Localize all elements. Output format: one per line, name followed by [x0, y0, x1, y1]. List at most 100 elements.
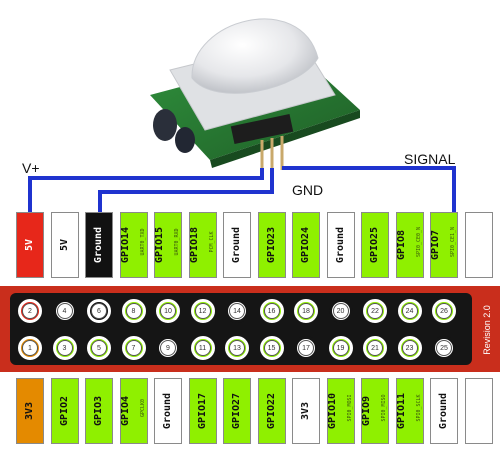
top-label-subtext: UART0_TXD	[139, 228, 146, 256]
bottom-pin-number: 1	[22, 340, 38, 356]
top-pin-number: 8	[125, 303, 142, 319]
sensor-header	[230, 113, 294, 145]
bottom-pin-number: 5	[91, 340, 107, 356]
top-pin-number: 10	[160, 303, 176, 319]
bottom-label-text: 3V3	[24, 401, 35, 421]
top-pin: 20	[328, 299, 353, 323]
wire-label-signal: SIGNAL	[404, 151, 456, 167]
top-label-subtext: UART0_RXD	[174, 228, 180, 256]
bottom-label-subtext: SPI0_MISO	[381, 394, 387, 422]
bottom-label-text: 3V3	[300, 401, 311, 421]
bottom-pin-number: 3	[56, 340, 73, 356]
bottom-pin: 23	[397, 336, 422, 360]
top-label-text: GPIO23	[265, 226, 277, 264]
top-label-text: GPIO25	[369, 226, 380, 264]
top-pin-number: 20	[332, 303, 349, 319]
top-label-text: GPIO14	[119, 226, 131, 264]
wire-gnd	[98, 168, 274, 218]
bottom-label-tile	[464, 378, 493, 444]
top-pin: 12	[190, 299, 215, 323]
top-label-subtext: SPI0_CE1_N	[450, 226, 456, 258]
top-label-tile: 5V	[16, 212, 44, 278]
top-label-tile: GPIO25	[361, 212, 389, 278]
bottom-pin-number: 19	[332, 340, 349, 356]
bottom-pin: 25	[432, 336, 456, 360]
bottom-label-tile: Ground	[430, 378, 458, 444]
top-pin: 6	[87, 299, 111, 323]
top-label-text: GPIO7	[430, 229, 441, 261]
bottom-pin-number: 21	[367, 340, 383, 356]
bottom-label-tile: GPIO4 GPCLK0	[119, 378, 148, 444]
top-label-tile	[464, 212, 493, 278]
top-label-tile: 5V	[50, 212, 79, 278]
bottom-pin-number: 7	[125, 340, 142, 356]
top-pin-number: 16	[263, 303, 280, 319]
bottom-label-subtext: SPI0_MOSI	[346, 394, 353, 422]
bottom-label-text: Ground	[162, 392, 173, 430]
bottom-pin: 3	[52, 336, 77, 360]
top-label-text: 5V	[58, 238, 70, 252]
top-pin: 22	[363, 299, 387, 323]
top-label-text: GPIO18	[188, 226, 200, 264]
top-label-tile: GPIO23	[257, 212, 286, 278]
bottom-label-tile: GPIO17	[188, 378, 217, 444]
board-revision-label: Revision 2.0	[482, 305, 492, 355]
top-pin: 26	[432, 299, 456, 323]
bottom-pin: 17	[294, 336, 318, 360]
top-pin: 4	[52, 299, 77, 323]
bottom-label-tile: GPIO22	[257, 378, 286, 444]
bottom-pin-number: 9	[160, 340, 176, 356]
top-label-tile: Ground	[85, 212, 113, 278]
bottom-label-tile: GPIO3	[85, 378, 113, 444]
top-label-text: Ground	[93, 226, 104, 264]
bottom-pin-number: 11	[194, 340, 211, 356]
top-label-tile: GPIO7 SPI0_CE1_N	[430, 212, 458, 278]
top-pin: 10	[156, 299, 180, 323]
bottom-label-text: GPIO4	[119, 395, 131, 427]
bottom-pin-number: 17	[298, 340, 314, 356]
top-label-text: GPIO24	[300, 226, 311, 264]
bottom-pin: 15	[259, 336, 284, 360]
bottom-pin: 13	[225, 336, 249, 360]
top-label-text: Ground	[334, 226, 346, 264]
top-pin-number: 4	[56, 303, 73, 319]
bottom-pin: 5	[87, 336, 111, 360]
bottom-pin: 21	[363, 336, 387, 360]
lens-dome	[191, 18, 319, 94]
bottom-label-tile: GPIO27	[223, 378, 251, 444]
top-pin-number: 22	[367, 303, 383, 319]
top-pin-number: 26	[436, 303, 452, 319]
bottom-pin-number: 13	[229, 340, 245, 356]
top-label-tile: Ground	[223, 212, 251, 278]
bottom-pin: 7	[121, 336, 146, 360]
top-pin-number: 12	[194, 303, 211, 319]
bottom-pin: 1	[18, 336, 42, 360]
top-pin-number: 18	[298, 303, 314, 319]
bottom-pin-number: 23	[401, 340, 418, 356]
top-label-tile: Ground	[326, 212, 355, 278]
top-pin-number: 2	[22, 303, 38, 319]
bottom-pin: 9	[156, 336, 180, 360]
top-label-subtext: PCM_CLK	[208, 231, 215, 253]
bottom-label-text: GPIO9	[361, 395, 372, 427]
bottom-label-text: GPIO3	[93, 395, 104, 427]
top-pin-number: 24	[401, 303, 418, 319]
bottom-label-tile: Ground	[154, 378, 182, 444]
wire-label-v-plus: V+	[22, 160, 40, 176]
top-pin-number: 14	[229, 303, 245, 319]
wire-label-gnd: GND	[292, 182, 324, 198]
top-pin-number: 6	[91, 303, 107, 319]
top-label-tile: GPIO18 PCM_CLK	[188, 212, 217, 278]
bottom-label-subtext: GPCLK0	[139, 398, 146, 418]
top-label-subtext: SPI0_CE0_N	[415, 226, 422, 258]
top-label-text: 5V	[24, 238, 35, 252]
bottom-label-text: GPIO17	[196, 392, 208, 430]
bottom-pin: 19	[328, 336, 353, 360]
bottom-label-text: GPIO11	[395, 392, 407, 430]
top-label-tile: GPIO24	[292, 212, 320, 278]
bottom-pin-number: 25	[436, 340, 452, 356]
